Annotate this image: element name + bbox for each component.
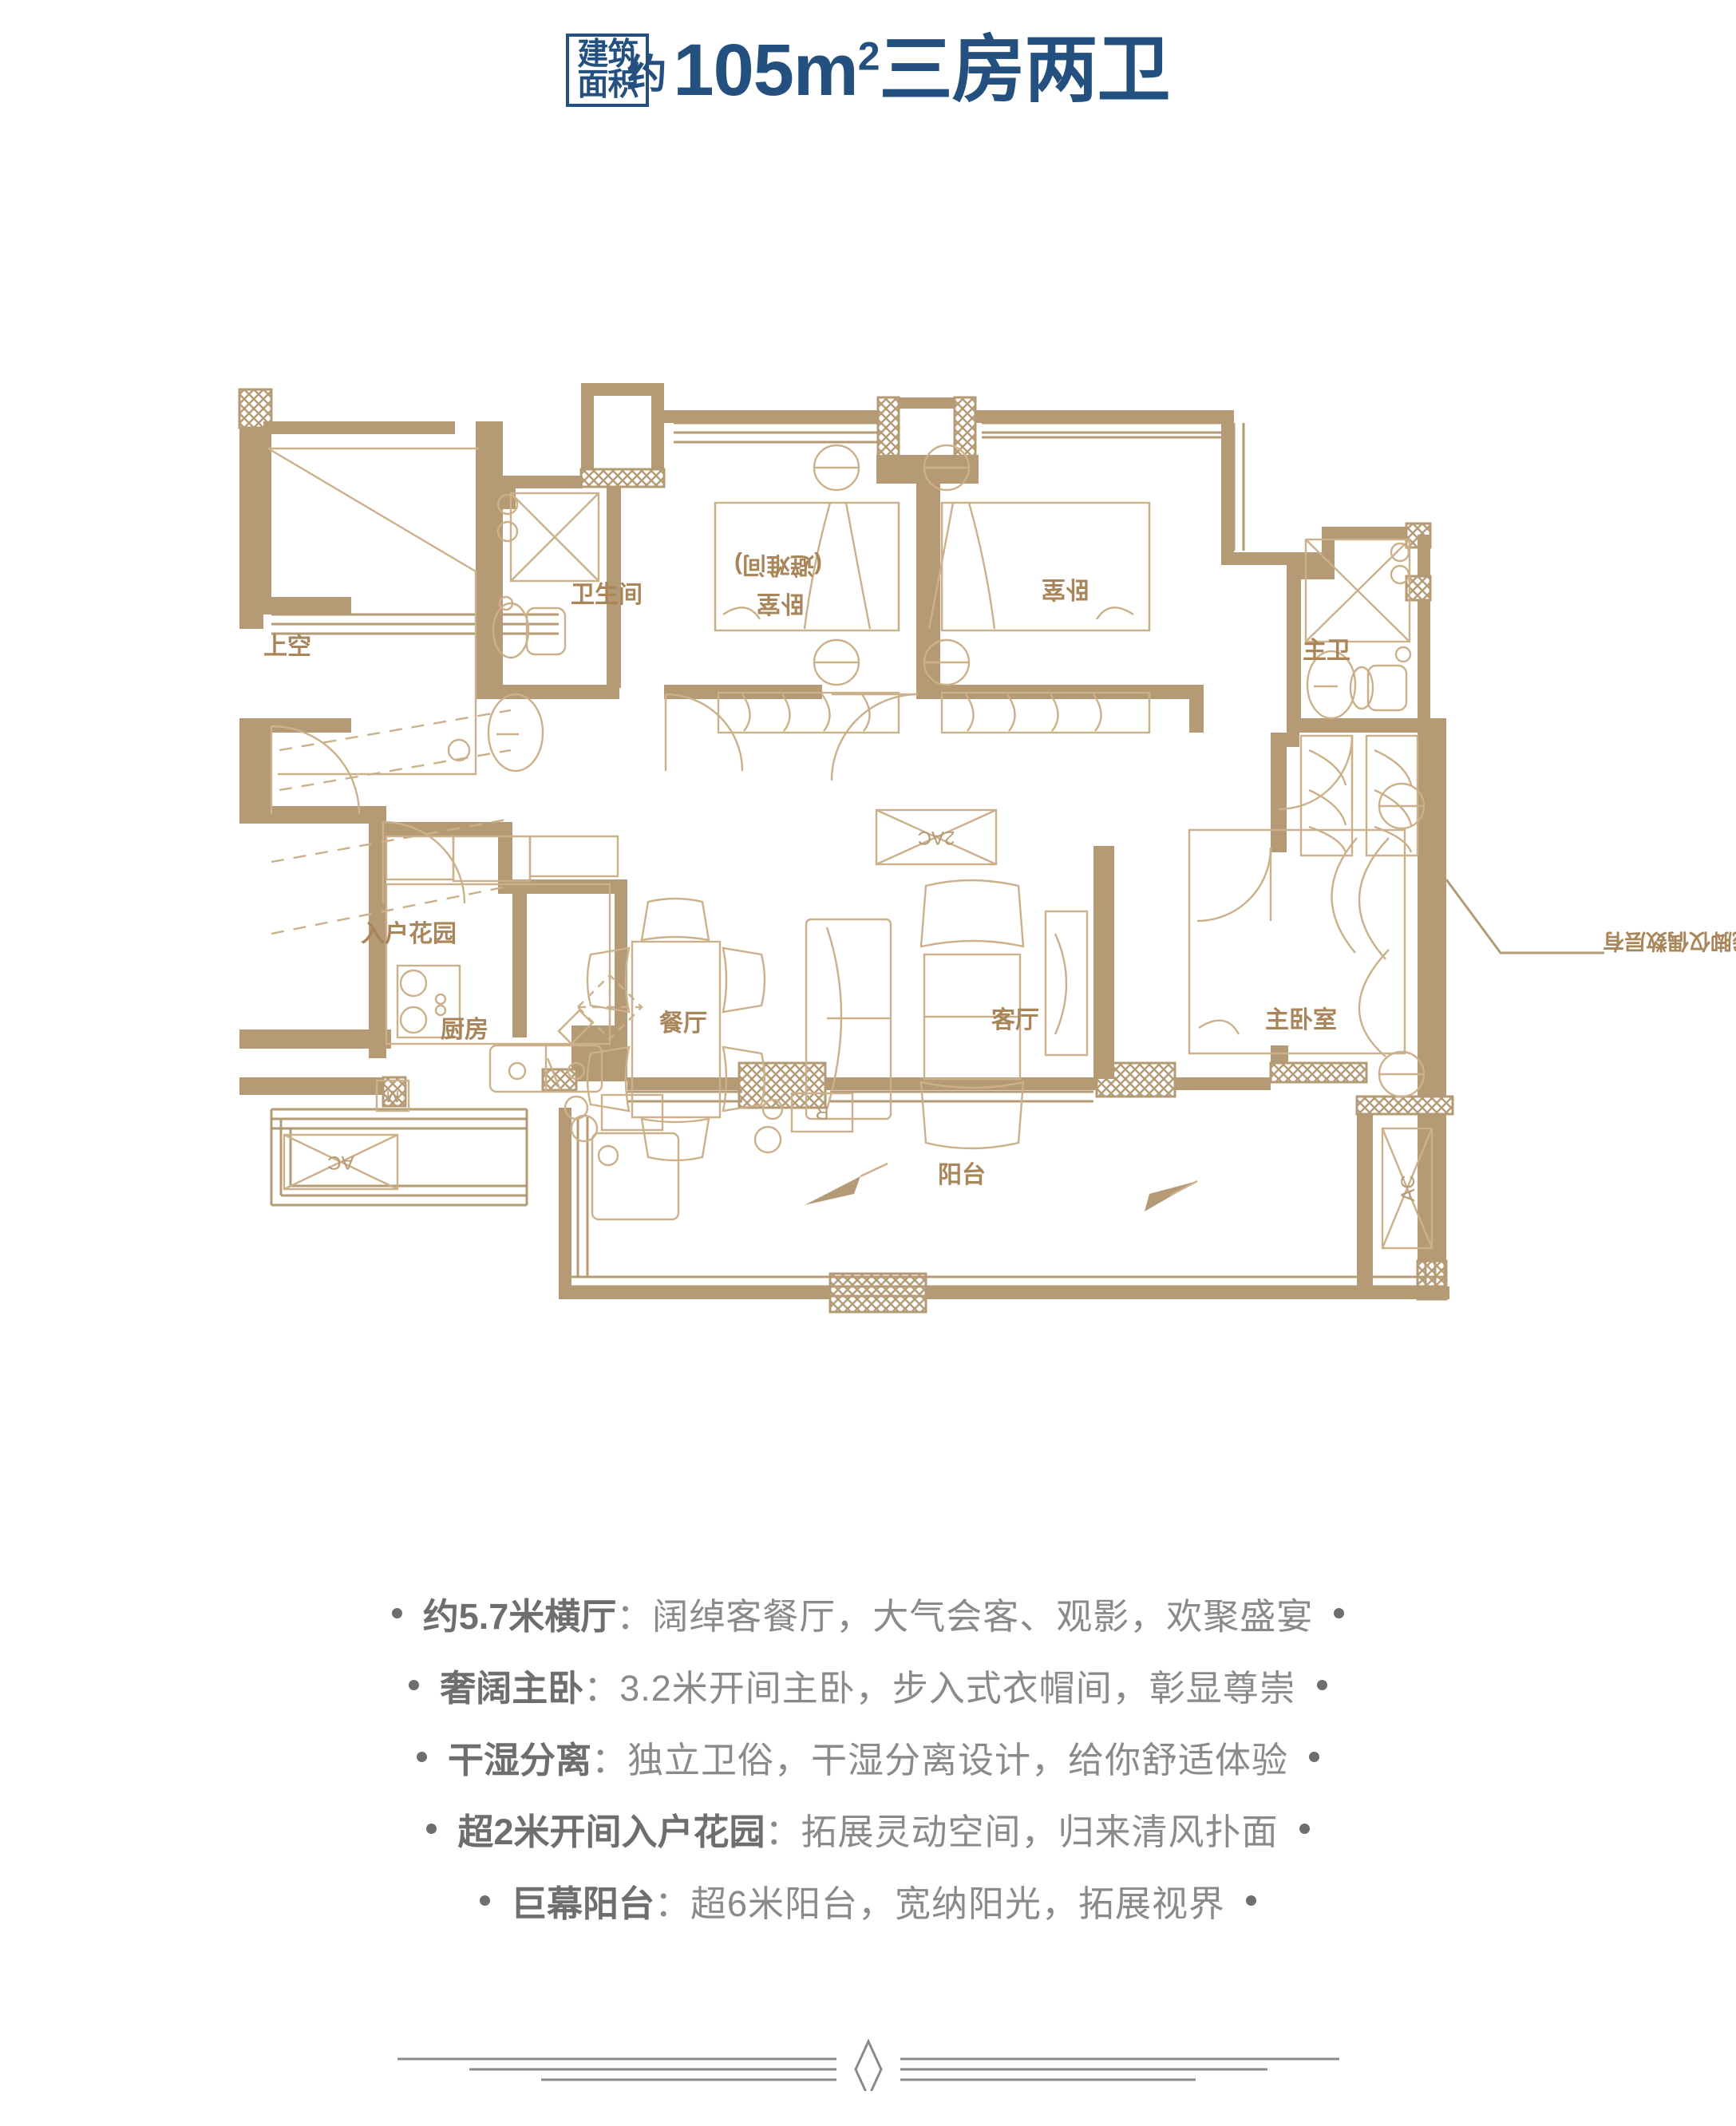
area-number: 105m — [673, 30, 858, 111]
marker-labels-layer: 2AC AC AC R M — [327, 827, 1419, 1202]
room-label-living: 客厅 — [991, 1006, 1039, 1033]
feature-value: 拓展灵动空间，归来清风扑面 — [801, 1811, 1279, 1852]
approx-label: 约 — [627, 52, 667, 97]
feature-value: 独立卫俗，干湿分离设计，给你舒适体验 — [627, 1739, 1289, 1780]
divider-rule-icon — [397, 2038, 1339, 2091]
fridge-label: R — [815, 1101, 828, 1123]
room-label-refuge-paren: (避难间) — [734, 551, 822, 578]
feature-key: 奢阔主卧 — [440, 1667, 584, 1709]
feature-item: 约5.7米横厅 ： 阔绰客餐厅，大气会客、观影，欢聚盛宴 — [0, 1584, 1736, 1642]
feature-key: 超2米开间入户花园 — [457, 1811, 765, 1852]
title-text: 105m2三房两卫 — [673, 34, 1170, 107]
feature-item: 超2米开间入户花园 ： 拓展灵动空间，归来清风扑面 — [0, 1800, 1736, 1857]
bullet-dot-icon — [1309, 1751, 1320, 1762]
feature-item: 干湿分离 ： 独立卫俗，干湿分离设计，给你舒适体验 — [0, 1728, 1736, 1785]
bullet-dot-icon — [426, 1823, 437, 1834]
room-label-refuge-bedroom: 卧室 — [757, 590, 805, 617]
bullet-dot-icon — [416, 1751, 427, 1762]
room-label-entry-garden: 入户花园 — [361, 921, 457, 947]
badge-line-2: 面积 — [577, 68, 639, 102]
feature-separator: ： — [654, 1883, 690, 1924]
feature-separator: ： — [616, 1595, 653, 1637]
feature-key: 干湿分离 — [447, 1739, 591, 1780]
badge-line-1: 建筑 — [577, 38, 639, 73]
room-label-balcony: 阳台 — [938, 1161, 986, 1188]
area-badge: 建筑 面积 约 — [566, 34, 666, 107]
floorplan-drawing: 上空 卫生间 (避难间) 卧室 卧室 主卫 入户花园 厨房 餐厅 客厅 主卧室 … — [238, 383, 1736, 1314]
bullet-dot-icon — [1246, 1895, 1257, 1906]
room-label-master-bath: 主卫 — [1303, 638, 1350, 664]
furniture-layer — [267, 444, 1604, 1250]
feature-value: 超6米阳台，宽纳阳光，拓展视界 — [690, 1883, 1226, 1924]
railings-layer — [270, 421, 1446, 1298]
washer-label: M — [386, 1087, 400, 1104]
bullet-dot-icon — [1334, 1607, 1345, 1618]
decoration-note: 装饰线脚仅偶数层有 — [1603, 929, 1736, 953]
room-label-bedroom2: 卧室 — [1042, 575, 1089, 603]
ac-top-label: 2AC — [918, 827, 955, 848]
feature-item: 巨幕阳台 ： 超6米阳台，宽纳阳光，拓展视界 — [0, 1871, 1736, 1929]
floorplan: 上空 卫生间 (避难间) 卧室 卧室 主卫 入户花园 厨房 餐厅 客厅 主卧室 … — [0, 375, 1736, 1468]
bullet-dot-icon — [1316, 1679, 1327, 1690]
room-type: 三房两卫 — [879, 30, 1171, 111]
ac-left-label: AC — [327, 1152, 354, 1173]
feature-list: 约5.7米横厅 ： 阔绰客餐厅，大气会客、观影，欢聚盛宴 奢阔主卧 ： 3.2米… — [0, 1584, 1736, 1943]
bullet-dot-icon — [1299, 1823, 1310, 1834]
feature-item: 奢阔主卧 ： 3.2米开间主卧，步入式衣帽间，彰显尊崇 — [0, 1656, 1736, 1713]
room-label-bathroom: 卫生间 — [571, 582, 643, 608]
decorative-divider — [0, 2027, 1736, 2099]
room-label-master-bedroom: 主卧室 — [1265, 1006, 1337, 1033]
page-title: 建筑 面积 约 105m2三房两卫 — [0, 22, 1736, 118]
bullet-dot-icon — [409, 1679, 420, 1690]
feature-key: 约5.7米横厅 — [422, 1595, 617, 1637]
area-superscript: 2 — [857, 34, 880, 79]
walls-layer — [238, 383, 1454, 1314]
feature-value: 阔绰客餐厅，大气会客、观影，欢聚盛宴 — [652, 1595, 1314, 1637]
feature-separator: ： — [591, 1739, 627, 1780]
feature-separator: ： — [583, 1667, 620, 1709]
bullet-dot-icon — [391, 1607, 402, 1618]
room-label-dining: 餐厅 — [659, 1010, 707, 1037]
feature-value: 3.2米开间主卧，步入式衣帽间，彰显尊崇 — [619, 1667, 1296, 1709]
bullet-dot-icon — [479, 1895, 490, 1906]
room-labels-layer: 上空 卫生间 (避难间) 卧室 卧室 主卫 入户花园 厨房 餐厅 客厅 主卧室 … — [263, 551, 1350, 1188]
ac-right-label: AC — [1398, 1175, 1419, 1201]
feature-separator: ： — [765, 1811, 801, 1852]
feature-key: 巨幕阳台 — [510, 1883, 654, 1924]
room-label-kitchen: 厨房 — [441, 1017, 488, 1043]
room-label-void: 上空 — [263, 634, 311, 660]
